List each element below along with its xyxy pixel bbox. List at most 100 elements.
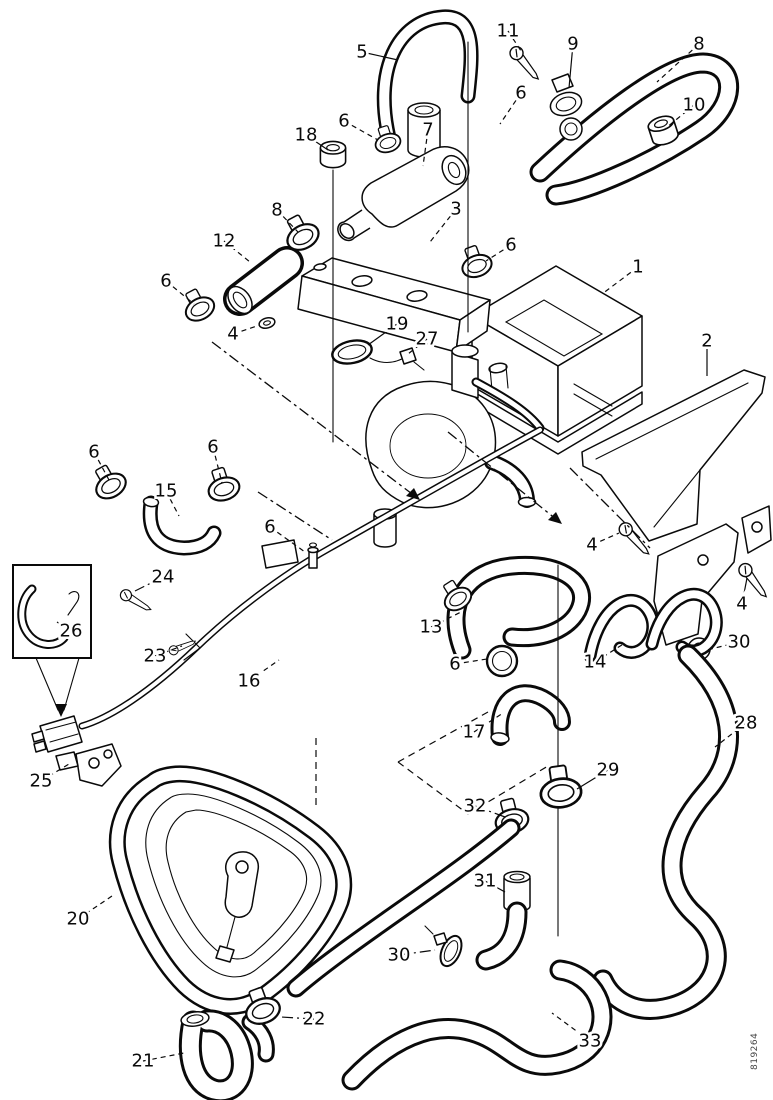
callout-label-6: 6: [88, 442, 99, 463]
callout-label-4: 4: [736, 594, 747, 615]
pump-holder-9: [549, 73, 583, 141]
tank-bracket-3: [297, 257, 491, 353]
callout-leader-13: [430, 611, 462, 628]
callout-label-27: 27: [416, 329, 439, 350]
callout-leader-6: [269, 526, 306, 553]
seal-ring-19: [331, 339, 408, 365]
fuel-pump-7: [337, 102, 470, 242]
clamp-6-c: [85, 458, 132, 505]
callout-label-13: 13: [420, 617, 443, 638]
callout-label-5: 5: [356, 42, 367, 63]
callout-label-24: 24: [152, 567, 175, 588]
callout-leader-33: [551, 1012, 591, 1042]
washer-4: [258, 316, 276, 330]
callout-label-22: 22: [303, 1009, 326, 1030]
callout-label-7: 7: [422, 120, 433, 141]
callout-leader-30: [398, 949, 436, 956]
callout-leader-6: [212, 446, 223, 484]
callout-leader-10: [665, 104, 695, 129]
callout-label-20: 20: [67, 909, 90, 930]
callout-label-26: 26: [60, 621, 83, 642]
callout-leader-6: [485, 244, 512, 262]
callout-label-33: 33: [579, 1031, 602, 1052]
callout-label-6: 6: [515, 83, 526, 104]
callout-leader-9: [568, 43, 574, 89]
ring-clamp-6: [485, 644, 519, 678]
callout-leader-8: [656, 43, 700, 83]
fuel-line-16: [82, 430, 540, 726]
callout-label-10: 10: [683, 95, 706, 116]
callout-leader-4: [232, 324, 261, 335]
callout-leader-29: [576, 769, 609, 790]
callout-leader-6: [499, 92, 522, 125]
hose-21: [180, 1010, 242, 1091]
callout-leader-17: [473, 712, 504, 733]
callout-label-6: 6: [505, 235, 516, 256]
muffler-12: [223, 263, 287, 318]
callout-leader-4: [741, 577, 748, 605]
callout-label-16: 16: [238, 671, 261, 692]
callout-label-18: 18: [295, 125, 318, 146]
callout-leader-6: [343, 120, 379, 141]
clip-27: [399, 347, 425, 371]
connector-25: [31, 715, 122, 787]
callout-label-25: 25: [30, 771, 53, 792]
callout-label-4: 4: [227, 324, 238, 345]
callout-label-19: 19: [386, 314, 409, 335]
callout-leader-24: [134, 576, 164, 592]
callout-label-6: 6: [449, 654, 460, 675]
callout-label-28: 28: [735, 713, 758, 734]
assembly-reference-lines: [211, 341, 651, 815]
callout-label-6: 6: [207, 437, 218, 458]
stud-6: [307, 542, 319, 569]
callout-leader-27: [407, 338, 428, 355]
callout-leader-22: [280, 1016, 315, 1020]
callout-leader-15: [165, 490, 180, 517]
callout-leader-11: [507, 30, 524, 55]
callout-label-8: 8: [271, 200, 282, 221]
callout-leader-7: [422, 129, 429, 167]
mounting-bracket-2: [581, 369, 772, 554]
guard-frame-20: [117, 774, 343, 1007]
callout-label-12: 12: [213, 231, 236, 252]
callout-label-4: 4: [586, 535, 597, 556]
callout-label-14: 14: [584, 652, 607, 673]
callout-label-1: 1: [632, 257, 643, 278]
clip-23: [166, 632, 201, 661]
hose-stub-22: [250, 1022, 266, 1054]
callout-leader-5: [361, 51, 399, 61]
hose-13: [456, 565, 582, 650]
figure-code: 819264: [750, 1033, 760, 1070]
callout-label-2: 2: [701, 331, 712, 352]
callout-label-8: 8: [693, 34, 704, 55]
callout-label-30: 30: [728, 632, 751, 653]
hose-28: [603, 655, 729, 1009]
callout-leader-30: [706, 641, 740, 651]
callout-label-21: 21: [132, 1051, 155, 1072]
callout-leader-12: [223, 240, 251, 263]
callout-leader-21: [142, 1052, 185, 1062]
hose-33: [352, 970, 602, 1080]
callout-label-6: 6: [338, 111, 349, 132]
cable-tie-30: [424, 925, 463, 968]
callout-leader-1: [601, 266, 639, 295]
callout-leader-16: [248, 659, 280, 682]
callout-label-32: 32: [464, 796, 487, 817]
callout-label-31: 31: [474, 871, 497, 892]
grommet-18: [319, 140, 347, 169]
screw-11: [505, 43, 548, 82]
clamp-29: [535, 762, 585, 812]
callout-leader-14: [594, 642, 626, 663]
elbow-hose-15: [143, 497, 214, 549]
callout-leader-19: [367, 323, 398, 346]
callout-label-30: 30: [388, 945, 411, 966]
callout-label-6: 6: [160, 271, 171, 292]
callout-label-29: 29: [597, 760, 620, 781]
clamp-6-d: [201, 463, 244, 506]
callout-label-23: 23: [144, 646, 167, 667]
bolt-24: [117, 587, 155, 612]
callout-label-3: 3: [450, 199, 461, 220]
callout-leader-3: [429, 208, 457, 243]
